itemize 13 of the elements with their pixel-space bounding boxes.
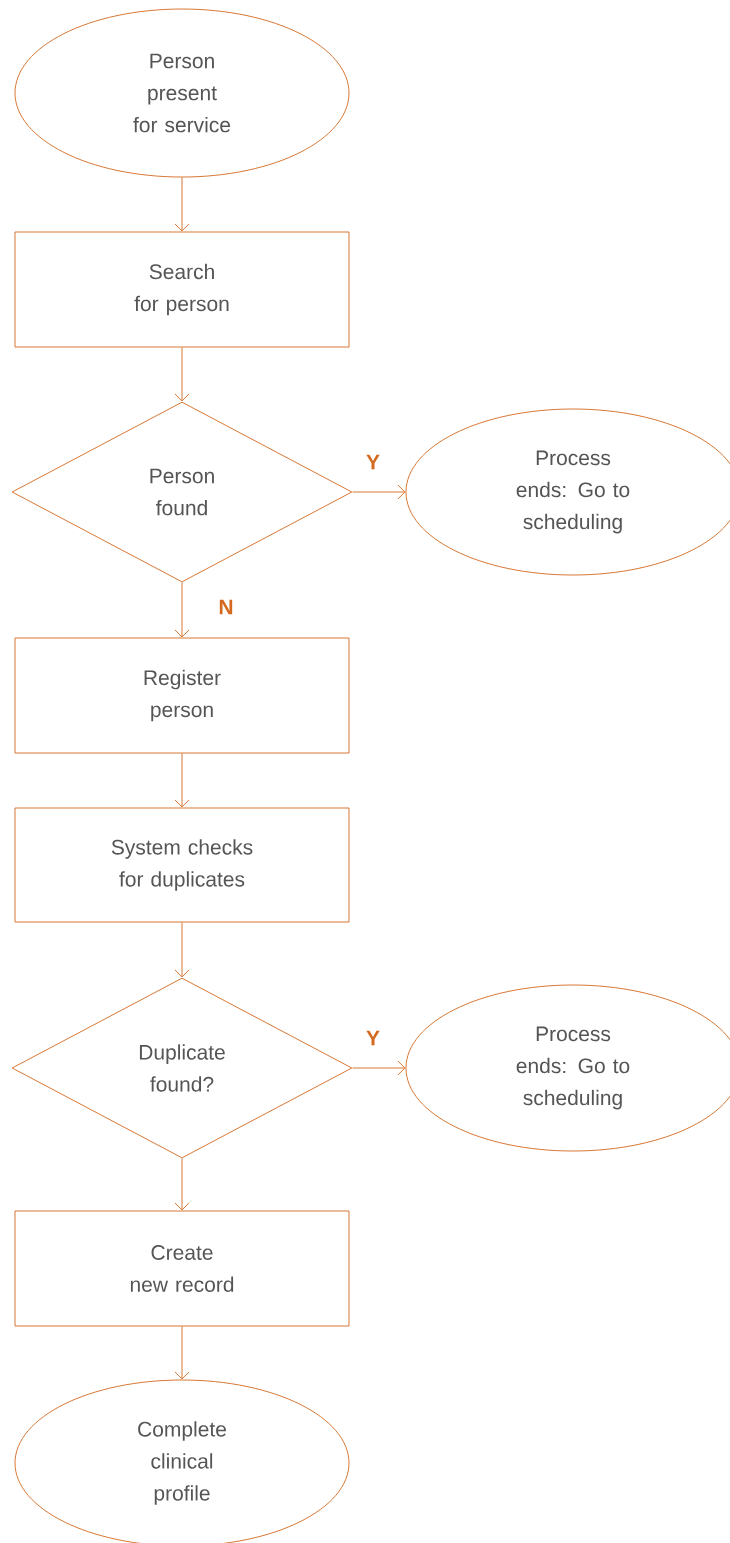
arrow — [174, 753, 190, 808]
arrow — [174, 177, 190, 232]
arrow — [174, 582, 190, 638]
arrow — [352, 1060, 406, 1076]
process-box: Register person — [14, 637, 350, 754]
arrow — [174, 1158, 190, 1211]
arrow — [174, 1326, 190, 1380]
process-box: System checks for duplicates — [14, 807, 350, 923]
arrow — [352, 484, 406, 500]
arrow — [174, 922, 190, 978]
process-box: Search for person — [14, 231, 350, 348]
process-box: Create new record — [14, 1210, 350, 1327]
arrow — [174, 347, 190, 402]
